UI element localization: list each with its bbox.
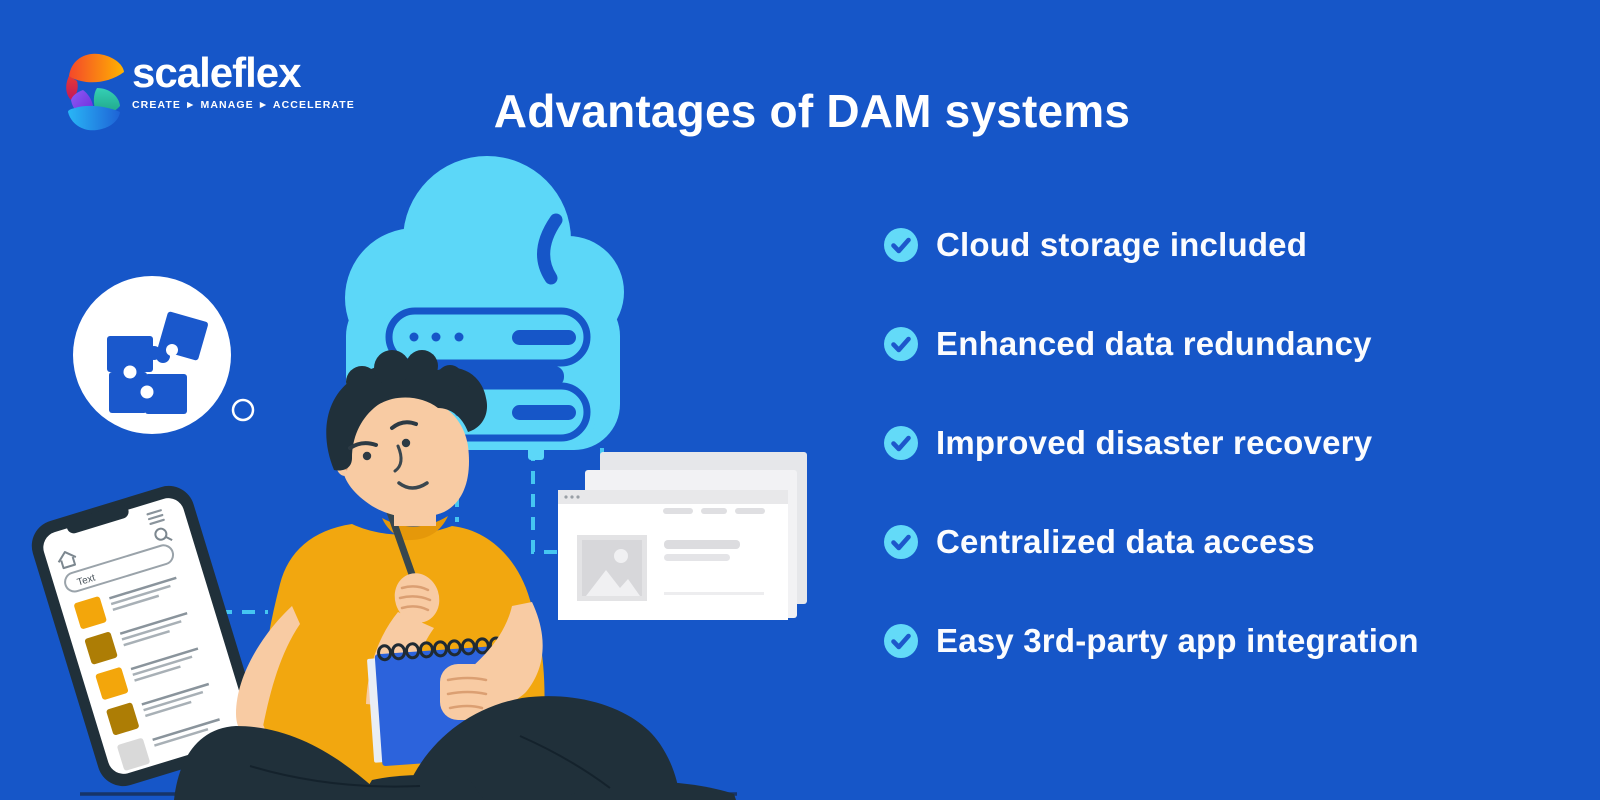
asset-list-rows — [74, 576, 220, 771]
image-placeholder-icon — [577, 535, 647, 601]
item-label: Improved disaster recovery — [936, 424, 1373, 461]
browser-windows-icon — [558, 452, 807, 620]
phone-search-input: Text — [64, 544, 175, 593]
check-circle-icon — [884, 327, 918, 361]
item-label: Enhanced data redundancy — [936, 325, 1372, 362]
hamburger-menu-icon — [146, 509, 165, 526]
person-thinking-illustration — [174, 350, 736, 800]
brand-logo: scaleflex CREATE ► MANAGE ► ACCELERATE — [62, 49, 355, 134]
list-item: Enhanced data redundancy — [884, 327, 1419, 361]
item-label: Centralized data access — [936, 523, 1315, 560]
advantages-list: Cloud storage included Enhanced data red… — [884, 228, 1419, 658]
list-item: Centralized data access — [884, 525, 1419, 559]
small-ring-decoration — [231, 398, 255, 422]
list-item: Improved disaster recovery — [884, 426, 1419, 460]
item-label: Cloud storage included — [936, 226, 1308, 263]
home-icon — [57, 551, 77, 570]
check-circle-icon — [884, 228, 918, 262]
search-input-value: Text — [76, 573, 97, 589]
scaleflex-s-swirl-icon — [66, 53, 124, 131]
list-item: Cloud storage included — [884, 228, 1419, 262]
phone-asset-list-icon: Text — [31, 485, 261, 787]
brand-tagline: CREATE ► MANAGE ► ACCELERATE — [132, 99, 355, 112]
item-label: Easy 3rd-party app integration — [936, 622, 1419, 659]
hair — [326, 350, 488, 471]
face-features — [348, 420, 418, 450]
brand-name: scaleflex — [132, 49, 301, 96]
search-icon — [154, 527, 173, 542]
browser-front-window — [558, 490, 788, 620]
check-circle-icon — [884, 525, 918, 559]
check-circle-icon — [884, 624, 918, 658]
list-item: Easy 3rd-party app integration — [884, 624, 1419, 658]
page-title: Advantages of DAM systems — [493, 85, 1131, 137]
puzzle-pieces-icon — [73, 276, 255, 434]
check-circle-icon — [884, 426, 918, 460]
